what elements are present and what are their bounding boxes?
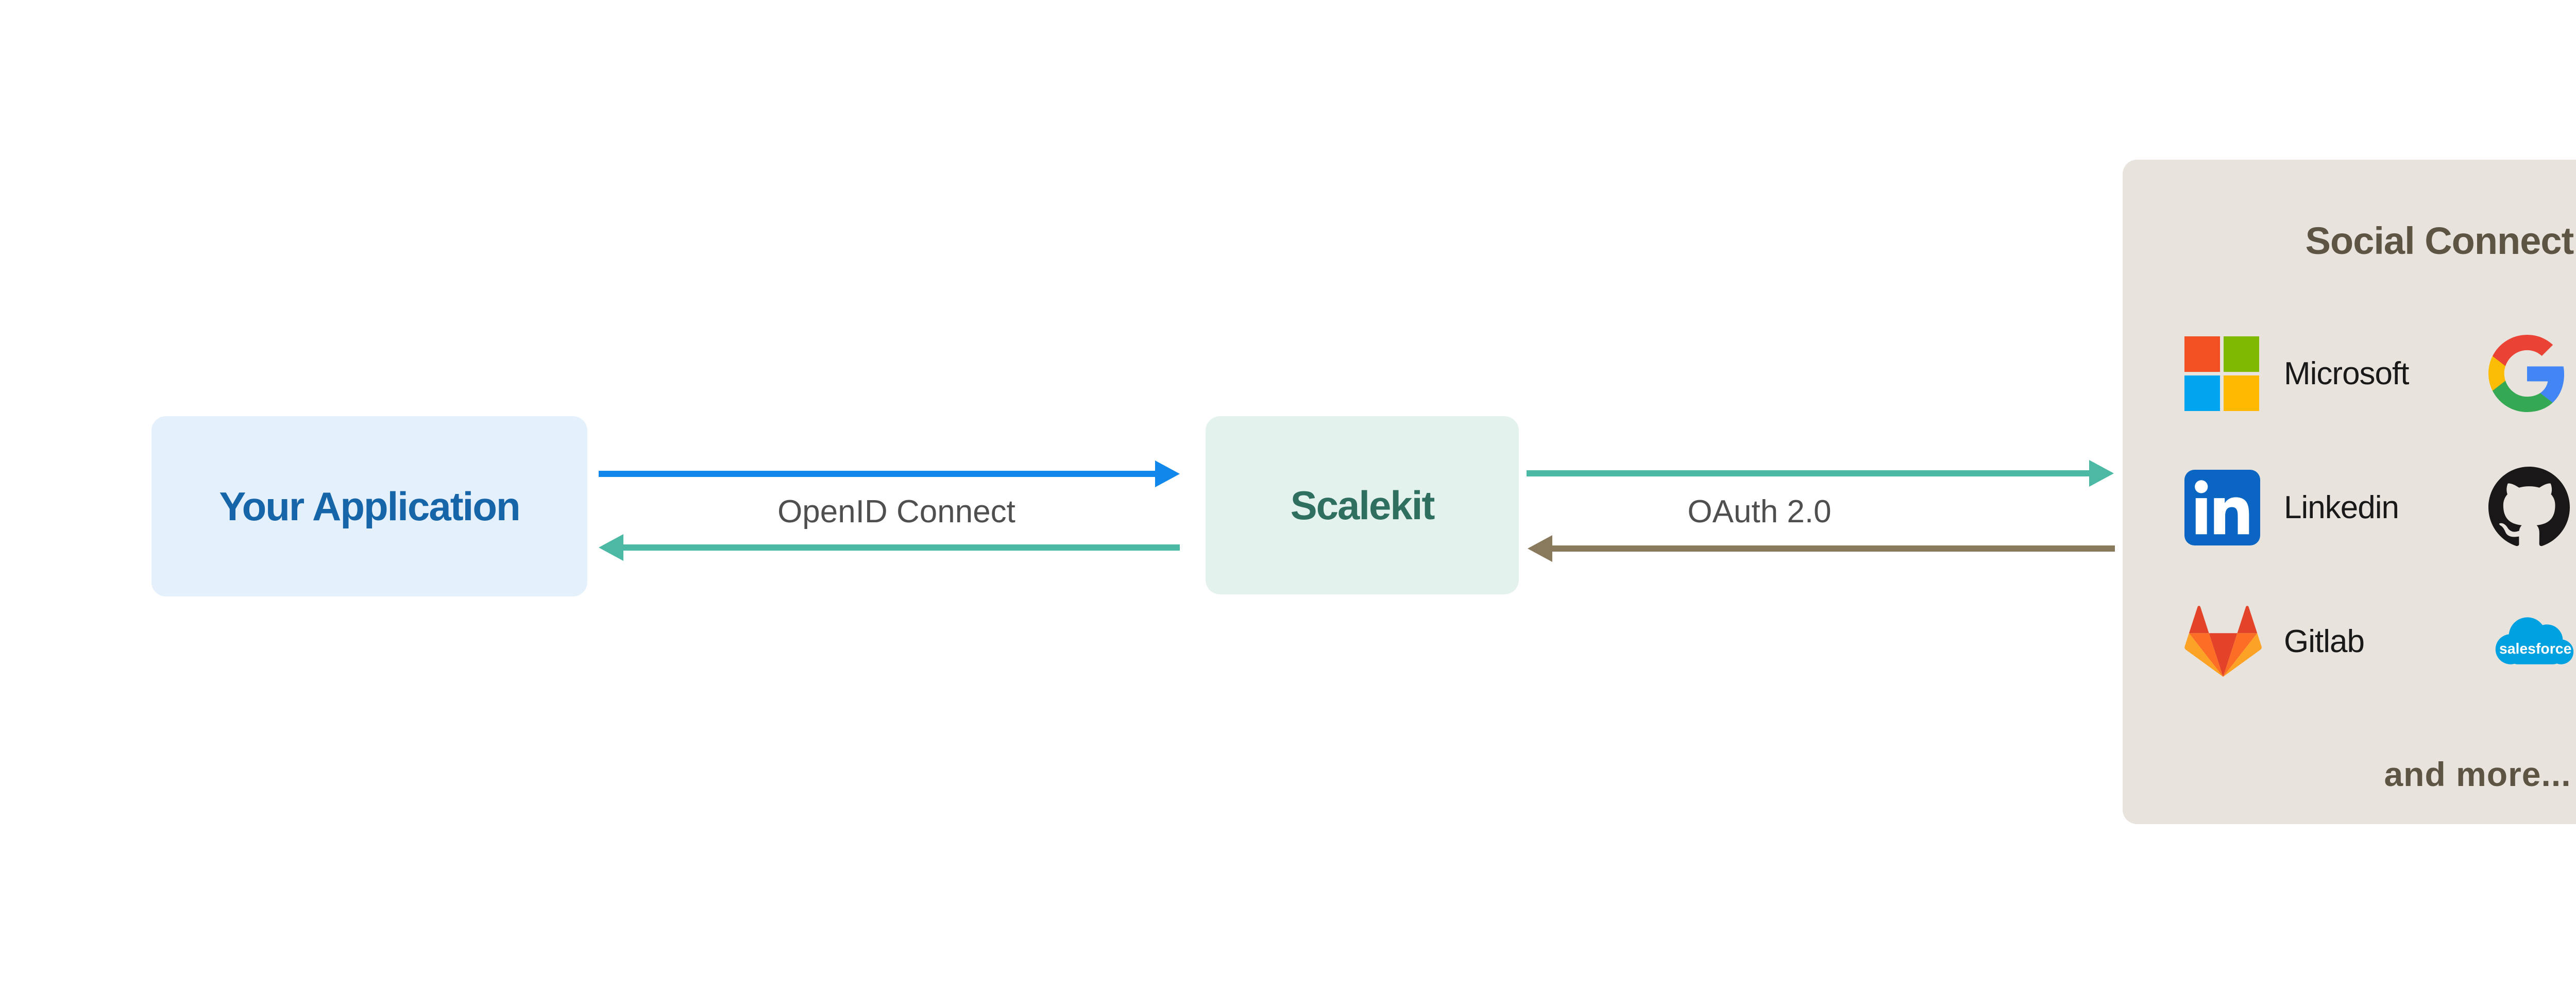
connection-item-github: Github: [2488, 466, 2576, 549]
gitlab-icon: [2184, 600, 2275, 682]
openid-connect-label: OpenID Connect: [777, 494, 1015, 529]
svg-text:salesforce: salesforce: [2499, 641, 2571, 657]
scalekit-box: Scalekit: [1206, 416, 1519, 594]
salesforce-icon: salesforce: [2488, 600, 2576, 682]
social-to-scalekit-arrow: [1528, 535, 2115, 562]
your-application-label: Your Application: [219, 483, 520, 529]
and-more-label: and more...: [2384, 755, 2571, 793]
connection-item-gitlab: Gitlab: [2184, 600, 2365, 682]
connection-label: Microsoft: [2284, 355, 2409, 391]
social-connections-panel: Social Connections Microsoft: [2123, 160, 2576, 824]
oauth-label: OAuth 2.0: [1687, 494, 1832, 529]
connection-label: Gitlab: [2284, 623, 2365, 659]
scalekit-label: Scalekit: [1290, 482, 1435, 528]
scalekit-to-app-arrow: [599, 534, 1180, 561]
social-connections-title: Social Connections: [2305, 219, 2576, 262]
linkedin-icon: [2184, 466, 2275, 549]
connection-item-linkedin: Linkedin: [2184, 466, 2399, 549]
microsoft-icon: [2184, 332, 2275, 415]
app-to-scalekit-arrow: [599, 460, 1180, 487]
scalekit-to-social-arrow: [1527, 460, 2114, 487]
your-application-box: Your Application: [151, 416, 587, 596]
connection-label: Linkedin: [2284, 489, 2399, 525]
google-icon: [2488, 332, 2576, 415]
github-icon: [2488, 466, 2576, 549]
connection-item-salesforce: salesforce Salesforce: [2488, 600, 2576, 682]
connection-item-google: Google: [2488, 332, 2576, 415]
connection-item-microsoft: Microsoft: [2184, 332, 2409, 415]
